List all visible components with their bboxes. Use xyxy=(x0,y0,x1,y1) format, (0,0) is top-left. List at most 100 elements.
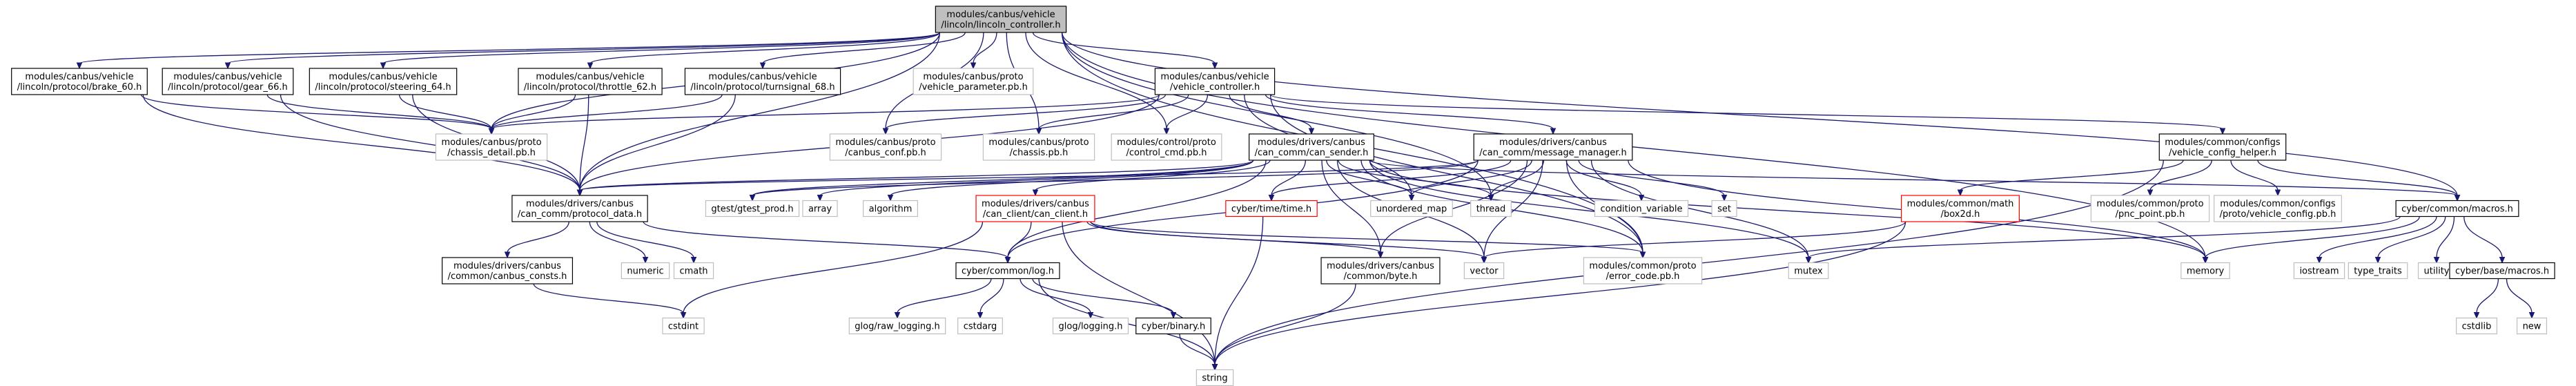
node-label: cyber/common/log.h xyxy=(962,267,1054,277)
node-label: mutex xyxy=(1794,267,1823,277)
node-string: string xyxy=(1196,369,1234,386)
node-box xyxy=(435,133,548,161)
edge-arrowhead xyxy=(488,128,495,135)
node-base-macros[interactable]: cyber/base/macros.h xyxy=(2449,262,2555,280)
node-chassis-detail: modules/canbus/proto/chassis_detail.pb.h xyxy=(435,133,548,161)
node-canbus-conf: modules/canbus/proto/canbus_conf.pb.h xyxy=(829,133,942,161)
node-box xyxy=(2180,262,2230,280)
node-label: modules/canbus/proto xyxy=(441,137,541,148)
edge-arrowhead xyxy=(2528,312,2535,319)
node-brake60[interactable]: modules/canbus/vehicle/lincoln/protocol/… xyxy=(11,68,148,95)
node-box xyxy=(955,262,1060,280)
edge-arrowhead xyxy=(2219,128,2226,135)
edge-arrowhead xyxy=(1032,189,1039,197)
node-throttle62[interactable]: modules/canbus/vehicle/lincoln/protocol/… xyxy=(518,68,663,95)
node-label: cyber/time/time.h xyxy=(1231,204,1311,215)
edge-byte-to-string xyxy=(1214,283,1356,365)
edge-vcfg_helper-to-box2d xyxy=(1960,160,2184,191)
node-box xyxy=(2214,195,2342,222)
edge-box2d-to-vector xyxy=(1483,221,1906,259)
edge-arrowhead xyxy=(2316,257,2323,264)
node-cstdarg: cstdarg xyxy=(957,317,1003,335)
node-turnsignal68[interactable]: modules/canbus/vehicle/lincoln/protocol/… xyxy=(684,68,841,95)
node-label: memory xyxy=(2187,267,2225,277)
node-label: modules/canbus/vehicle xyxy=(1160,72,1269,82)
edge-turnsignal68-to-chassis_detail xyxy=(491,94,723,130)
edge-arrowhead xyxy=(1211,62,1218,70)
node-gear66[interactable]: modules/canbus/vehicle/lincoln/protocol/… xyxy=(162,68,294,95)
node-box xyxy=(1154,68,1276,95)
node-box2d[interactable]: modules/common/math/box2d.h xyxy=(1900,195,2020,222)
node-byte[interactable]: modules/drivers/canbus/common/byte.h xyxy=(1320,257,1441,284)
edge-root-to-memory xyxy=(1062,32,2206,258)
edge-can_client-to-vector xyxy=(1090,221,1485,259)
node-vcfg-helper[interactable]: modules/common/configs/vehicle_config_he… xyxy=(2158,133,2287,161)
node-macros[interactable]: cyber/common/macros.h xyxy=(2395,200,2519,218)
edge-can_sender-to-log xyxy=(1007,160,1267,258)
node-label: glog/raw_logging.h xyxy=(855,322,939,332)
edge-arrowhead xyxy=(2274,189,2281,197)
node-protocol-data[interactable]: modules/drivers/canbus/can_comm/protocol… xyxy=(511,195,648,222)
edge-vehicle_ctrl-to-control_cmd xyxy=(1166,94,1209,130)
node-box xyxy=(975,195,1095,222)
node-label: modules/drivers/canbus xyxy=(982,199,1089,209)
node-glog-raw: glog/raw_logging.h xyxy=(848,317,946,335)
edge-can_sender-to-protocol_data xyxy=(579,160,1254,191)
node-cyber-time[interactable]: cyber/time/time.h xyxy=(1225,200,1318,218)
edge-vehicle_ctrl-to-canbus_conf xyxy=(885,94,1167,130)
edge-can_sender-to-can_client xyxy=(1035,160,1271,191)
edge-arrowhead xyxy=(1308,128,1315,135)
edge-root-to-macros xyxy=(1062,32,2458,196)
node-vehicle-ctrl[interactable]: modules/canbus/vehicle/vehicle_controlle… xyxy=(1154,68,1276,95)
node-label: modules/canbus/proto xyxy=(923,72,1023,82)
edge-msg_manager-to-protocol_data xyxy=(579,160,1479,191)
node-label: /lincoln/lincoln_controller.h xyxy=(941,20,1060,30)
node-label: modules/common/configs xyxy=(2220,199,2336,209)
node-box xyxy=(1900,195,2020,222)
node-steering64[interactable]: modules/canbus/vehicle/lincoln/protocol/… xyxy=(309,68,458,95)
edge-can_sender-to-macros xyxy=(1369,160,2458,197)
edge-macros-to-iostream xyxy=(2319,216,2437,258)
edge-root-to-throttle62 xyxy=(589,32,940,64)
edge-can_client-to-string xyxy=(1062,221,1216,365)
node-label: /lincoln/protocol/turnsignal_68.h xyxy=(690,82,835,93)
edge-root-to-thread xyxy=(1062,32,1492,196)
node-label: /common/canbus_consts.h xyxy=(448,271,567,282)
edge-vehicle_ctrl-to-chassis_detail xyxy=(491,94,1160,130)
node-log[interactable]: cyber/common/log.h xyxy=(955,262,1060,280)
node-box xyxy=(913,68,1034,95)
edge-msg_manager-to-mutex xyxy=(1590,160,1809,258)
node-box xyxy=(1463,262,1505,280)
edge-root-to-brake60 xyxy=(79,32,940,64)
node-label: algorithm xyxy=(869,204,913,215)
node-binary[interactable]: cyber/binary.h xyxy=(1135,317,1211,335)
edge-vcfg_helper-to-macros xyxy=(2257,160,2458,196)
edge-arrowhead xyxy=(2147,189,2154,197)
node-iostream: iostream xyxy=(2293,262,2345,280)
edge-arrowhead xyxy=(759,62,766,70)
node-box xyxy=(11,68,148,95)
node-label: type_traits xyxy=(2354,267,2402,277)
node-error-code: modules/common/proto/error_code.pb.h xyxy=(1583,257,1703,284)
node-can-client[interactable]: modules/drivers/canbus/can_client/can_cl… xyxy=(975,195,1095,222)
edge-arrowhead xyxy=(2499,257,2506,264)
node-label: /vehicle_parameter.pb.h xyxy=(919,82,1028,93)
node-label: modules/common/proto xyxy=(2096,199,2203,209)
node-box xyxy=(1249,133,1374,161)
edge-msg_manager-to-set xyxy=(1578,160,1725,196)
node-label: /lincoln/protocol/steering_64.h xyxy=(315,82,451,93)
edge-arrowhead xyxy=(2202,257,2209,264)
node-label: thread xyxy=(1476,204,1506,215)
node-memory: memory xyxy=(2180,262,2230,280)
edge-log-to-binary xyxy=(1032,278,1174,313)
node-root[interactable]: modules/canbus/vehicle/lincoln/lincoln_c… xyxy=(935,6,1067,33)
node-box xyxy=(957,317,1003,335)
node-box xyxy=(1225,200,1318,218)
node-msg-manager[interactable]: modules/drivers/canbus/can_comm/message_… xyxy=(1473,133,1633,161)
node-can-sender[interactable]: modules/drivers/canbus/can_comm/can_send… xyxy=(1249,133,1374,161)
node-label: modules/drivers/canbus xyxy=(1258,137,1365,148)
edge-brake60-to-chassis_detail xyxy=(140,94,492,130)
node-label: /lincoln/protocol/gear_66.h xyxy=(168,82,288,93)
edge-root-to-steering64 xyxy=(382,32,940,64)
node-canbus-consts[interactable]: modules/drivers/canbus/common/canbus_con… xyxy=(441,257,574,284)
